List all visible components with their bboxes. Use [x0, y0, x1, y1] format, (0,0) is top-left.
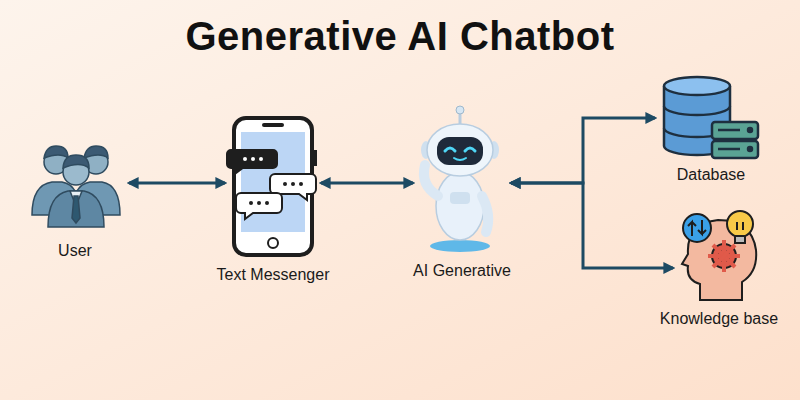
- icon-node: AI Generative: [420, 106, 504, 254]
- node-label: Text Messenger: [217, 266, 330, 284]
- icon-node: Database: [662, 76, 760, 158]
- connector-arrow: [511, 118, 655, 183]
- diagram-title: Generative AI Chatbot: [0, 14, 800, 59]
- node-label: User: [58, 242, 92, 260]
- knowledge-icon: [682, 211, 756, 300]
- node-label: AI Generative: [413, 262, 511, 280]
- connector-arrow: [511, 183, 673, 268]
- database-icon: [664, 77, 758, 158]
- node-label: Database: [677, 166, 746, 184]
- icon-node: Text Messenger: [232, 116, 314, 258]
- connector-arrow: [321, 182, 413, 185]
- node-label: Knowledge base: [660, 310, 778, 328]
- phone-icon: [226, 118, 317, 255]
- icon-node: User: [28, 140, 122, 234]
- robot-icon: [421, 106, 499, 252]
- user-icon: [32, 146, 120, 227]
- connector-arrow: [129, 182, 225, 185]
- icon-node: Knowledge base: [680, 210, 758, 302]
